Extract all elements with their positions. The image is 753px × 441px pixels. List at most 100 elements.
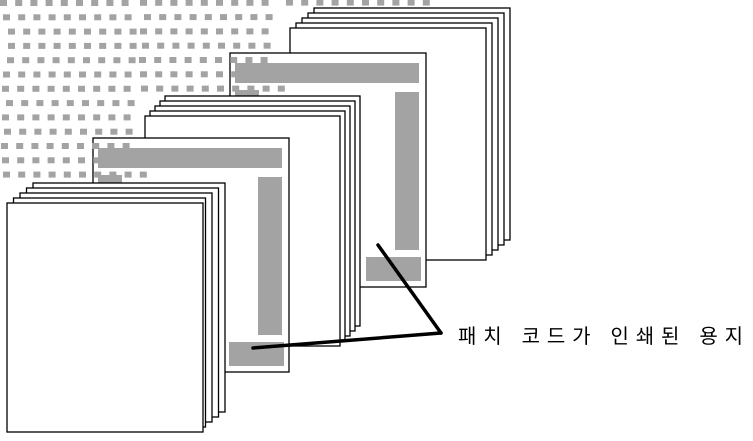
print-mark (407, 0, 415, 6)
print-mark (61, 143, 69, 149)
print-mark (316, 0, 324, 6)
print-mark (277, 85, 285, 92)
print-mark (159, 14, 167, 21)
print-mark (68, 28, 76, 35)
print-mark (0, 0, 7, 6)
print-mark (62, 157, 70, 164)
print-mark (80, 128, 87, 135)
print-mark (232, 85, 240, 92)
print-mark (142, 42, 149, 49)
print-mark (98, 57, 106, 64)
print-mark (48, 171, 56, 178)
print-mark (1, 143, 8, 149)
print-mark (37, 57, 45, 64)
print-mark (200, 28, 208, 35)
print-mark (97, 100, 105, 107)
print-mark (48, 14, 56, 21)
print-mark (170, 0, 178, 6)
print-mark (189, 14, 197, 21)
print-mark (262, 85, 270, 92)
print-mark (217, 85, 224, 92)
print-mark (79, 71, 86, 78)
print-mark (113, 57, 121, 64)
print-mark (7, 57, 14, 64)
print-mark (2, 114, 9, 121)
print-mark (139, 57, 146, 63)
print-mark (34, 128, 42, 135)
print-mark (174, 14, 182, 21)
print-mark (64, 128, 72, 135)
print-mark (33, 14, 41, 21)
print-mark (99, 42, 107, 49)
print-mark (99, 28, 107, 35)
print-mark (31, 143, 39, 149)
print-mark (392, 0, 400, 6)
print-mark (156, 85, 164, 92)
patch-code-bar-right (258, 177, 282, 335)
print-mark (32, 85, 40, 92)
print-mark (15, 0, 23, 6)
print-mark (265, 14, 273, 21)
print-mark (155, 71, 163, 78)
print-mark (124, 171, 132, 178)
print-mark (140, 0, 147, 6)
print-mark (52, 57, 60, 64)
print-mark (138, 157, 146, 164)
print-mark (422, 0, 430, 6)
print-mark (2, 85, 9, 92)
print-mark (231, 28, 239, 35)
print-mark (231, 71, 239, 78)
print-mark (110, 128, 118, 135)
print-mark (261, 0, 269, 6)
print-mark (230, 57, 238, 63)
print-mark (3, 14, 10, 21)
print-mark (124, 71, 132, 78)
print-mark (172, 42, 180, 49)
print-mark (186, 85, 194, 92)
print-mark (108, 157, 116, 164)
print-mark (47, 157, 55, 164)
print-mark (78, 157, 85, 164)
callout-label: 패치 코드가 인쇄된 용지 (458, 324, 743, 348)
print-mark (3, 171, 10, 178)
print-mark (215, 57, 222, 63)
print-mark (48, 71, 56, 78)
print-mark (49, 128, 57, 135)
print-mark (199, 57, 207, 63)
print-mark (68, 42, 76, 49)
print-mark (47, 114, 55, 121)
print-mark (94, 171, 102, 178)
print-mark (235, 14, 243, 21)
print-mark (276, 71, 284, 78)
print-mark (201, 85, 209, 92)
print-mark (248, 42, 256, 49)
print-mark (144, 14, 151, 21)
callout-leaders (251, 243, 443, 350)
print-mark (377, 0, 385, 6)
print-mark (94, 14, 102, 21)
print-mark (62, 85, 70, 92)
print-mark (63, 14, 71, 21)
print-mark (93, 85, 101, 92)
print-mark (231, 0, 239, 6)
print-mark (154, 57, 162, 63)
print-mark (78, 114, 85, 121)
print-mark (112, 100, 120, 107)
print-mark (185, 28, 193, 35)
print-mark (245, 57, 253, 63)
print-mark (169, 57, 177, 63)
print-mark (200, 0, 208, 6)
print-mark (18, 71, 26, 78)
print-mark (202, 42, 210, 49)
print-mark (78, 85, 85, 92)
print-mark (21, 100, 29, 107)
print-mark (129, 42, 137, 49)
print-mark (3, 71, 10, 78)
print-mark (114, 42, 122, 49)
print-mark (53, 28, 61, 35)
print-mark (32, 157, 40, 164)
print-mark (185, 71, 193, 78)
print-mark (92, 143, 100, 149)
print-mark (76, 0, 83, 6)
